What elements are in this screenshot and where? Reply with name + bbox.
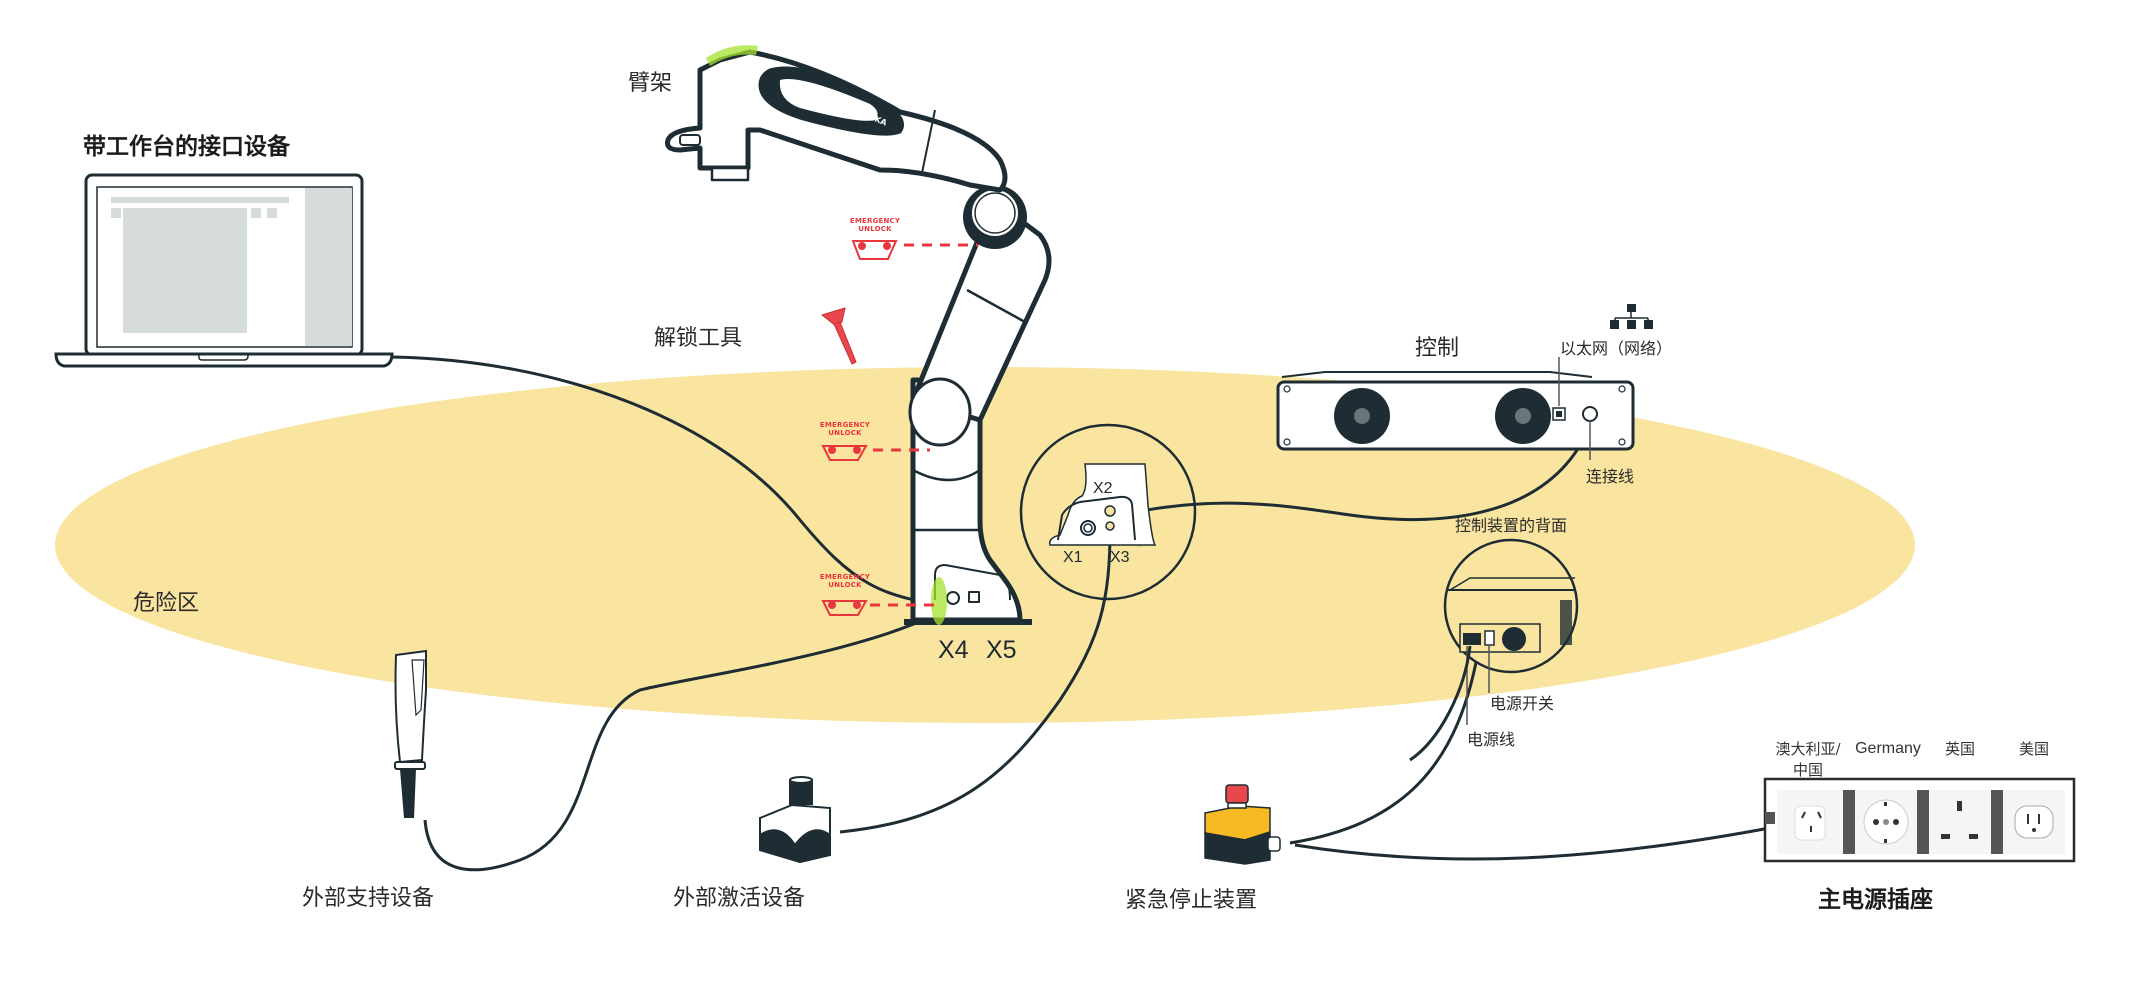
port-x3-label: X3	[1110, 549, 1130, 566]
unlock-tool-label: 解锁工具	[654, 326, 743, 351]
emergency-unlock-label-upper: EMERGENCY UNLOCK	[845, 217, 905, 233]
power-cable-label: 电源线	[1467, 730, 1516, 749]
laptop-workstation	[54, 173, 394, 368]
socket-label-uk: 英国	[1944, 740, 1975, 758]
mains-socket-label: 主电源插座	[1818, 887, 1933, 913]
emergency-unlock-line1: EMERGENCY	[819, 573, 871, 581]
emergency-unlock-upper	[851, 240, 978, 260]
controller-unit	[1276, 357, 1635, 460]
control-label: 控制	[1415, 336, 1460, 361]
socket-label-line2: 中国	[1792, 761, 1823, 779]
emergency-stop-label: 紧急停止装置	[1125, 888, 1258, 913]
fan-right-icon	[1495, 388, 1551, 444]
control-back-label: 控制装置的背面	[1455, 516, 1568, 535]
emergency-unlock-line2: UNLOCK	[828, 581, 862, 589]
emergency-unlock-markers	[821, 240, 978, 616]
arm-label: 臂架	[628, 71, 673, 96]
power-cable-line	[1409, 645, 1472, 762]
port-x2-label: X2	[1093, 480, 1113, 497]
socket-label-usa: 美国	[2018, 740, 2049, 758]
power-inlet-icon	[1463, 633, 1481, 645]
socket-label-au-cn: 澳大利亚/ 中国	[1775, 738, 1841, 780]
external-enable-device	[759, 776, 831, 864]
socket-label-line1: 澳大利亚/	[1775, 740, 1841, 758]
fan-left-icon	[1334, 388, 1390, 444]
danger-zone-label: 危险区	[133, 591, 200, 616]
workstation-title: 带工作台的接口设备	[83, 134, 290, 160]
us-socket-icon	[2014, 805, 2054, 839]
controller-cable	[1082, 417, 1595, 527]
unlock-tool	[820, 307, 857, 365]
port-x1-label: X1	[1063, 549, 1083, 566]
external-support-label: 外部支持设备	[302, 886, 435, 911]
estop-to-socket-cable	[1294, 825, 1776, 861]
emergency-unlock-line2: UNLOCK	[858, 225, 892, 233]
support-device-cable	[423, 598, 961, 872]
enable-device-cable	[839, 529, 1112, 834]
au-cn-socket-icon	[1794, 805, 1826, 841]
power-switch-label: 电源开关	[1490, 694, 1555, 713]
estop-to-controller-cable	[1289, 639, 1482, 845]
emergency-unlock-label-lower: EMERGENCY UNLOCK	[815, 573, 875, 589]
ethernet-label: 以太网（网络）	[1560, 339, 1673, 358]
power-switch-icon	[1484, 630, 1495, 646]
emergency-stop-device	[1204, 784, 1281, 865]
socket-label-germany: Germany	[1855, 740, 1921, 757]
emergency-unlock-line1: EMERGENCY	[819, 421, 871, 429]
port-x4-label: X4	[938, 636, 969, 664]
connection-port-icon	[1582, 406, 1598, 422]
robot-arm	[665, 49, 1052, 625]
emergency-unlock-label-middle: EMERGENCY UNLOCK	[815, 421, 875, 437]
external-support-device	[394, 649, 427, 818]
external-enable-label: 外部激活设备	[673, 886, 806, 911]
emergency-unlock-line1: EMERGENCY	[849, 217, 901, 225]
base-port-detail	[1019, 423, 1197, 601]
uk-socket-icon	[1941, 801, 1978, 839]
laptop-cable	[391, 355, 956, 607]
de-socket-icon	[1863, 799, 1909, 845]
emergency-unlock-middle	[821, 445, 930, 461]
emergency-unlock-line2: UNLOCK	[828, 429, 862, 437]
cables	[391, 355, 1776, 872]
connection-cable-label: 连接线	[1586, 467, 1635, 486]
mains-socket-strip	[1763, 777, 2076, 863]
network-icon	[1610, 304, 1653, 329]
port-x5-label: X5	[986, 636, 1017, 664]
emergency-unlock-lower	[821, 600, 940, 616]
